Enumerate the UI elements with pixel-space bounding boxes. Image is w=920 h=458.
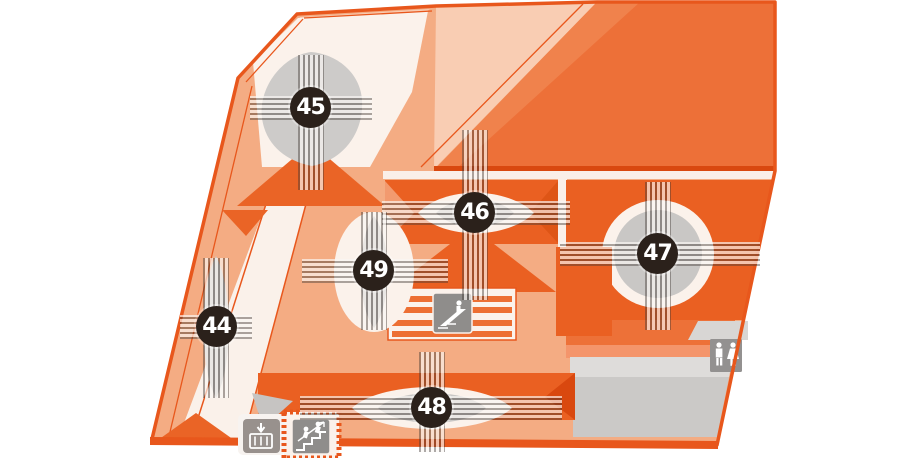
facility-zone-light [570,357,733,377]
marker-store-48[interactable]: 48 [411,387,452,428]
restroom-alcove [688,321,748,340]
marker-store-44[interactable]: 44 [196,306,237,347]
block-diagonal-line [420,3,584,168]
marker-store-49[interactable]: 49 [353,250,394,291]
triangle-45-a [222,210,268,236]
central-connector [556,247,612,336]
marker-store-45[interactable]: 45 [290,87,331,128]
store-47-lower-band-light [566,345,738,358]
triangle-bottom-left [158,413,234,440]
inner-boundary-top [303,10,433,19]
escalator-icon [432,292,473,334]
store-block-top-right [434,2,775,170]
elevator-icon [238,393,293,455]
map-outline [150,0,777,447]
inner-boundary-notch [245,18,304,83]
corridor-stripe [392,331,512,337]
facility-zone [573,377,729,437]
store-block-edge [434,166,775,171]
walkway-pale-top [434,3,596,169]
separation-band [383,171,775,179]
stairs-icon [281,409,342,458]
marker-store-46[interactable]: 46 [454,192,495,233]
marker-store-47[interactable]: 47 [637,233,678,274]
store-block-top-right-face [434,2,640,170]
